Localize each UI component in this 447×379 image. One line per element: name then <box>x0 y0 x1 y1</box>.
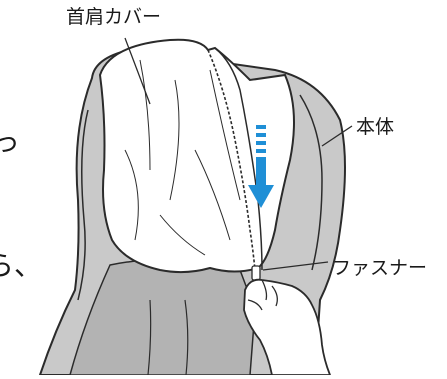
leader-zipper <box>262 261 329 271</box>
down-arrow-icon <box>248 125 274 208</box>
leader-main-body <box>321 125 353 147</box>
zipper-flap <box>214 47 263 271</box>
zipper-label: ファスナー <box>332 257 428 279</box>
zipper-pull-icon <box>251 265 261 281</box>
cut-off-text-line1: っ <box>0 125 21 158</box>
neck-cover-label: 首肩カバー <box>66 6 162 28</box>
leader-neck-cover <box>124 37 151 105</box>
neck-shoulder-cover-shape <box>98 38 295 274</box>
main-body-label: 本体 <box>356 116 395 138</box>
zipper-line <box>207 49 256 271</box>
cut-off-text-line2: ら、 <box>0 249 43 282</box>
hand-icon <box>243 278 332 376</box>
